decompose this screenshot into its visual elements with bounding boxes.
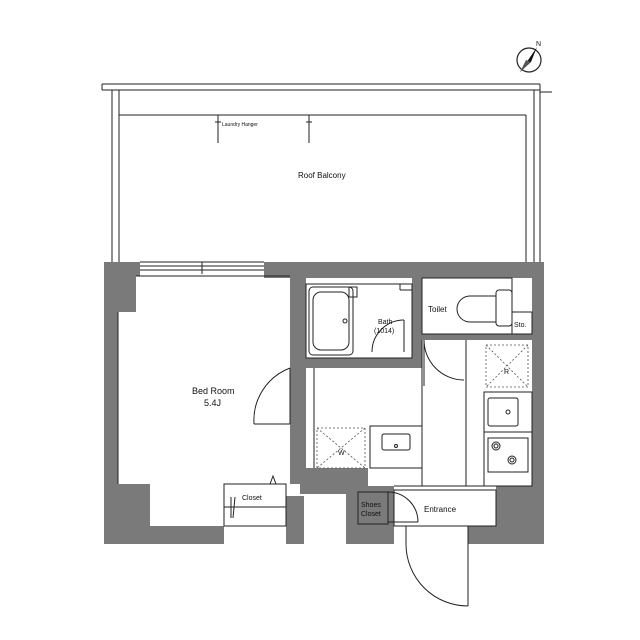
hallway: [313, 340, 467, 486]
roof-balcony: [101, 83, 552, 262]
storage: [511, 311, 533, 335]
refrigerator-mark: R: [504, 369, 509, 376]
toilet: [421, 277, 513, 386]
storage-label: Sto.: [514, 322, 527, 329]
bedroom-window: [140, 261, 264, 274]
entrance-label: Entrance: [424, 505, 457, 514]
bed-room: [117, 275, 291, 484]
north-arrow-icon: [516, 47, 542, 73]
north-label: N: [536, 41, 541, 48]
refrigerator-space: [485, 344, 529, 388]
bed-room-size: 5.4J: [204, 398, 221, 408]
toilet-label: Toilet: [428, 305, 447, 314]
bath-size: (1014): [374, 328, 394, 335]
shoes-closet-label-2: Closet: [361, 511, 381, 518]
washer-space: [316, 427, 366, 469]
roof-balcony-label: Roof Balcony: [298, 171, 346, 180]
entrance: [393, 485, 497, 607]
wash-basin: [369, 425, 423, 469]
bed-room-label: Bed Room: [192, 386, 235, 396]
bath-label: Bath: [378, 319, 393, 326]
bath: [305, 283, 413, 359]
closet-label: Closet: [242, 495, 262, 502]
shoes-closet: [357, 491, 419, 525]
laundry-hanger-label: Laundry Hanger: [222, 122, 258, 128]
exterior-walls: [104, 262, 544, 544]
kitchen: [483, 391, 533, 487]
closet: [223, 474, 287, 527]
shoes-closet-label-1: Shoes: [361, 502, 381, 509]
washer-mark: W: [338, 450, 345, 457]
